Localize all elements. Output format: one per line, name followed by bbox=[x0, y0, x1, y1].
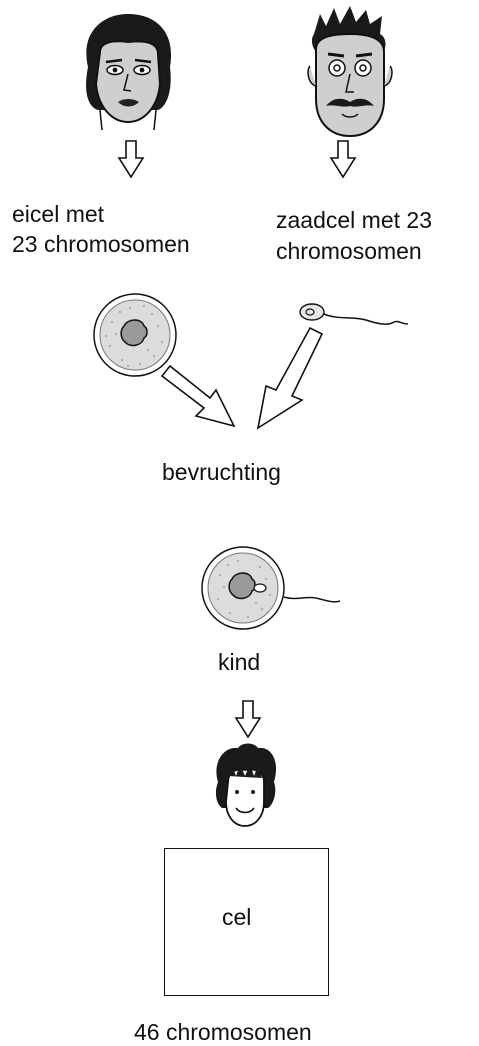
child-label: kind bbox=[218, 649, 261, 675]
sperm-label-line2: chromosomen bbox=[276, 238, 422, 264]
cell-chromosomes-label: 46 chromosomen bbox=[134, 1019, 312, 1045]
fertilization-label: bevruchting bbox=[162, 459, 281, 485]
sperm-cell-icon bbox=[299, 303, 409, 325]
hollow-arrow-icon bbox=[117, 140, 145, 179]
hollow-arrow-icon bbox=[329, 140, 357, 179]
sperm-label-line1: zaadcel met 23 bbox=[276, 207, 432, 233]
father-face-icon bbox=[307, 6, 393, 138]
fertilized-egg-icon bbox=[201, 546, 341, 630]
hollow-arrow-icon bbox=[160, 364, 236, 428]
cell-box bbox=[164, 848, 329, 996]
egg-cell-icon bbox=[93, 293, 177, 377]
egg-label-line1: eicel met bbox=[12, 201, 105, 227]
child-face-icon bbox=[215, 743, 277, 827]
hollow-arrow-icon bbox=[256, 326, 324, 430]
hollow-arrow-icon bbox=[234, 700, 262, 739]
cell-label: cel bbox=[222, 904, 252, 930]
egg-label-line2: 23 chromosomen bbox=[12, 231, 190, 257]
mother-face-icon bbox=[86, 14, 172, 131]
